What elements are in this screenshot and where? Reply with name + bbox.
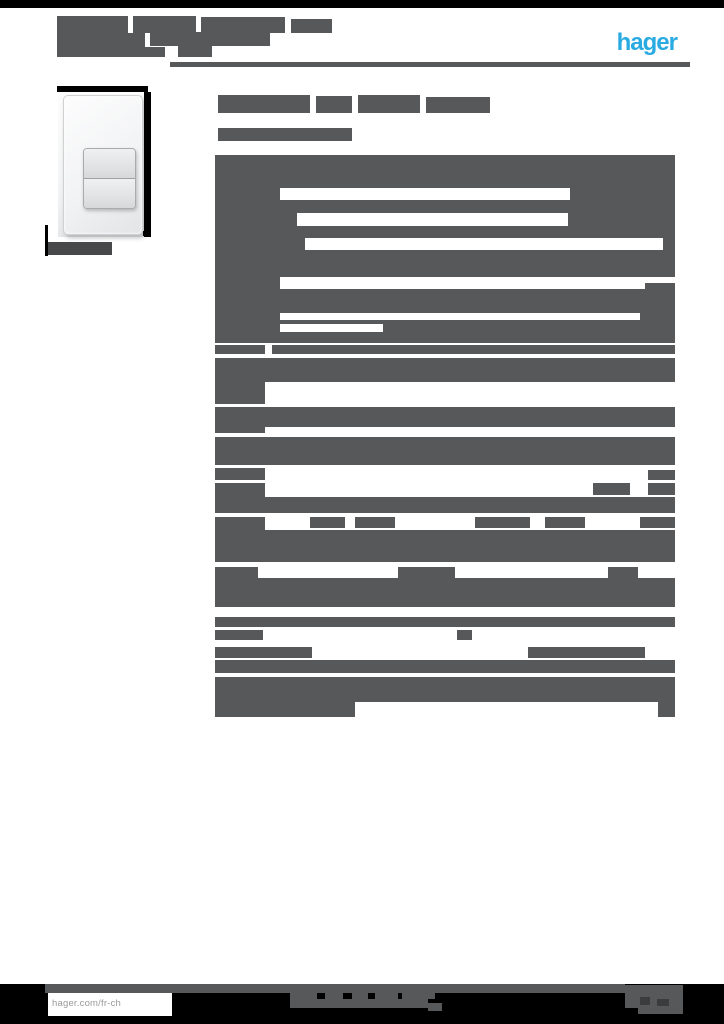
redacted-text-bar bbox=[57, 16, 128, 33]
redacted-text-bar bbox=[475, 517, 530, 528]
redacted-text-bar bbox=[325, 990, 343, 999]
redacted-text-bar bbox=[215, 578, 675, 607]
redacted-text-bar bbox=[640, 517, 675, 528]
redacted-text-bar bbox=[218, 95, 310, 113]
redacted-text-bar bbox=[355, 517, 395, 528]
redaction-gap bbox=[297, 213, 568, 226]
redacted-text-bar bbox=[658, 702, 675, 717]
redacted-text-bar bbox=[215, 530, 675, 562]
redaction-gap bbox=[280, 188, 570, 200]
redaction-gap bbox=[280, 324, 383, 332]
redacted-text-bar bbox=[640, 997, 650, 1005]
redacted-text-bar bbox=[375, 990, 398, 999]
redacted-text-bar bbox=[528, 647, 645, 658]
redaction-gap bbox=[305, 238, 663, 250]
footer-website-box: hager.com/fr-ch bbox=[48, 993, 172, 1016]
redacted-text-bar bbox=[170, 62, 690, 67]
rocker-button-top bbox=[84, 149, 135, 179]
redacted-text-bar bbox=[316, 96, 352, 113]
redacted-text-bar bbox=[426, 97, 490, 113]
redacted-text-bar bbox=[265, 407, 675, 427]
product-photo bbox=[57, 86, 151, 237]
switch-plate bbox=[63, 95, 143, 235]
redacted-text-bar bbox=[291, 19, 332, 33]
redacted-text-bar bbox=[272, 345, 675, 354]
redacted-text-bar bbox=[45, 984, 625, 993]
redacted-text-bar bbox=[0, 0, 724, 8]
switch-rockers bbox=[83, 148, 136, 209]
redaction-gap bbox=[280, 277, 675, 283]
redacted-text-bar bbox=[265, 358, 675, 382]
redacted-text-bar bbox=[150, 32, 270, 46]
redacted-text-bar bbox=[215, 647, 312, 658]
redacted-text-bar bbox=[638, 1008, 683, 1014]
redaction-gap bbox=[215, 480, 265, 483]
redacted-text-bar bbox=[57, 86, 148, 92]
redacted-text-bar bbox=[352, 990, 368, 999]
redacted-text-bar bbox=[265, 497, 675, 513]
redacted-text-bar bbox=[45, 225, 48, 256]
redacted-text-bar bbox=[402, 990, 435, 999]
redacted-text-bar bbox=[215, 617, 675, 627]
redacted-text-bar bbox=[545, 517, 585, 528]
redacted-text-bar bbox=[215, 567, 258, 578]
rocker-button-bottom bbox=[84, 179, 135, 208]
redaction-gap bbox=[215, 354, 265, 358]
redaction-gap bbox=[280, 283, 645, 289]
redacted-text-bar bbox=[428, 1003, 442, 1011]
redacted-text-bar bbox=[215, 630, 263, 640]
redaction-gap bbox=[215, 433, 265, 437]
redacted-text-bar bbox=[201, 17, 285, 33]
redacted-text-bar bbox=[457, 630, 472, 640]
redacted-text-bar bbox=[625, 985, 683, 1008]
redacted-text-bar bbox=[133, 16, 196, 33]
redaction-gap bbox=[215, 404, 265, 407]
redaction-gap bbox=[215, 513, 265, 517]
redacted-text-bar bbox=[215, 345, 265, 530]
redacted-text-bar bbox=[593, 483, 630, 495]
redacted-text-bar bbox=[398, 567, 455, 578]
redacted-text-bar bbox=[310, 517, 345, 528]
hager-logo: hager bbox=[616, 29, 678, 56]
redacted-text-bar bbox=[608, 567, 638, 578]
redacted-text-bar bbox=[648, 483, 675, 495]
redacted-text-bar bbox=[657, 999, 669, 1006]
redacted-text-bar bbox=[57, 33, 145, 47]
redacted-text-bar bbox=[290, 999, 428, 1008]
redacted-text-bar bbox=[48, 242, 112, 255]
redacted-text-bar bbox=[215, 660, 675, 673]
redacted-text-bar bbox=[144, 92, 151, 237]
redacted-text-bar bbox=[648, 470, 675, 480]
redacted-text-bar bbox=[265, 437, 675, 465]
redacted-text-bar bbox=[178, 46, 212, 57]
redacted-text-bar bbox=[218, 128, 352, 141]
redaction-gap bbox=[280, 313, 640, 320]
redaction-gap bbox=[215, 465, 265, 468]
redacted-text-bar bbox=[57, 47, 165, 57]
footer-website-link[interactable]: hager.com/fr-ch bbox=[52, 998, 121, 1009]
redacted-text-bar bbox=[143, 231, 150, 236]
redacted-text-bar bbox=[215, 677, 675, 702]
redacted-text-bar bbox=[290, 990, 317, 999]
redacted-text-bar bbox=[358, 95, 420, 113]
redacted-text-bar bbox=[215, 702, 355, 717]
